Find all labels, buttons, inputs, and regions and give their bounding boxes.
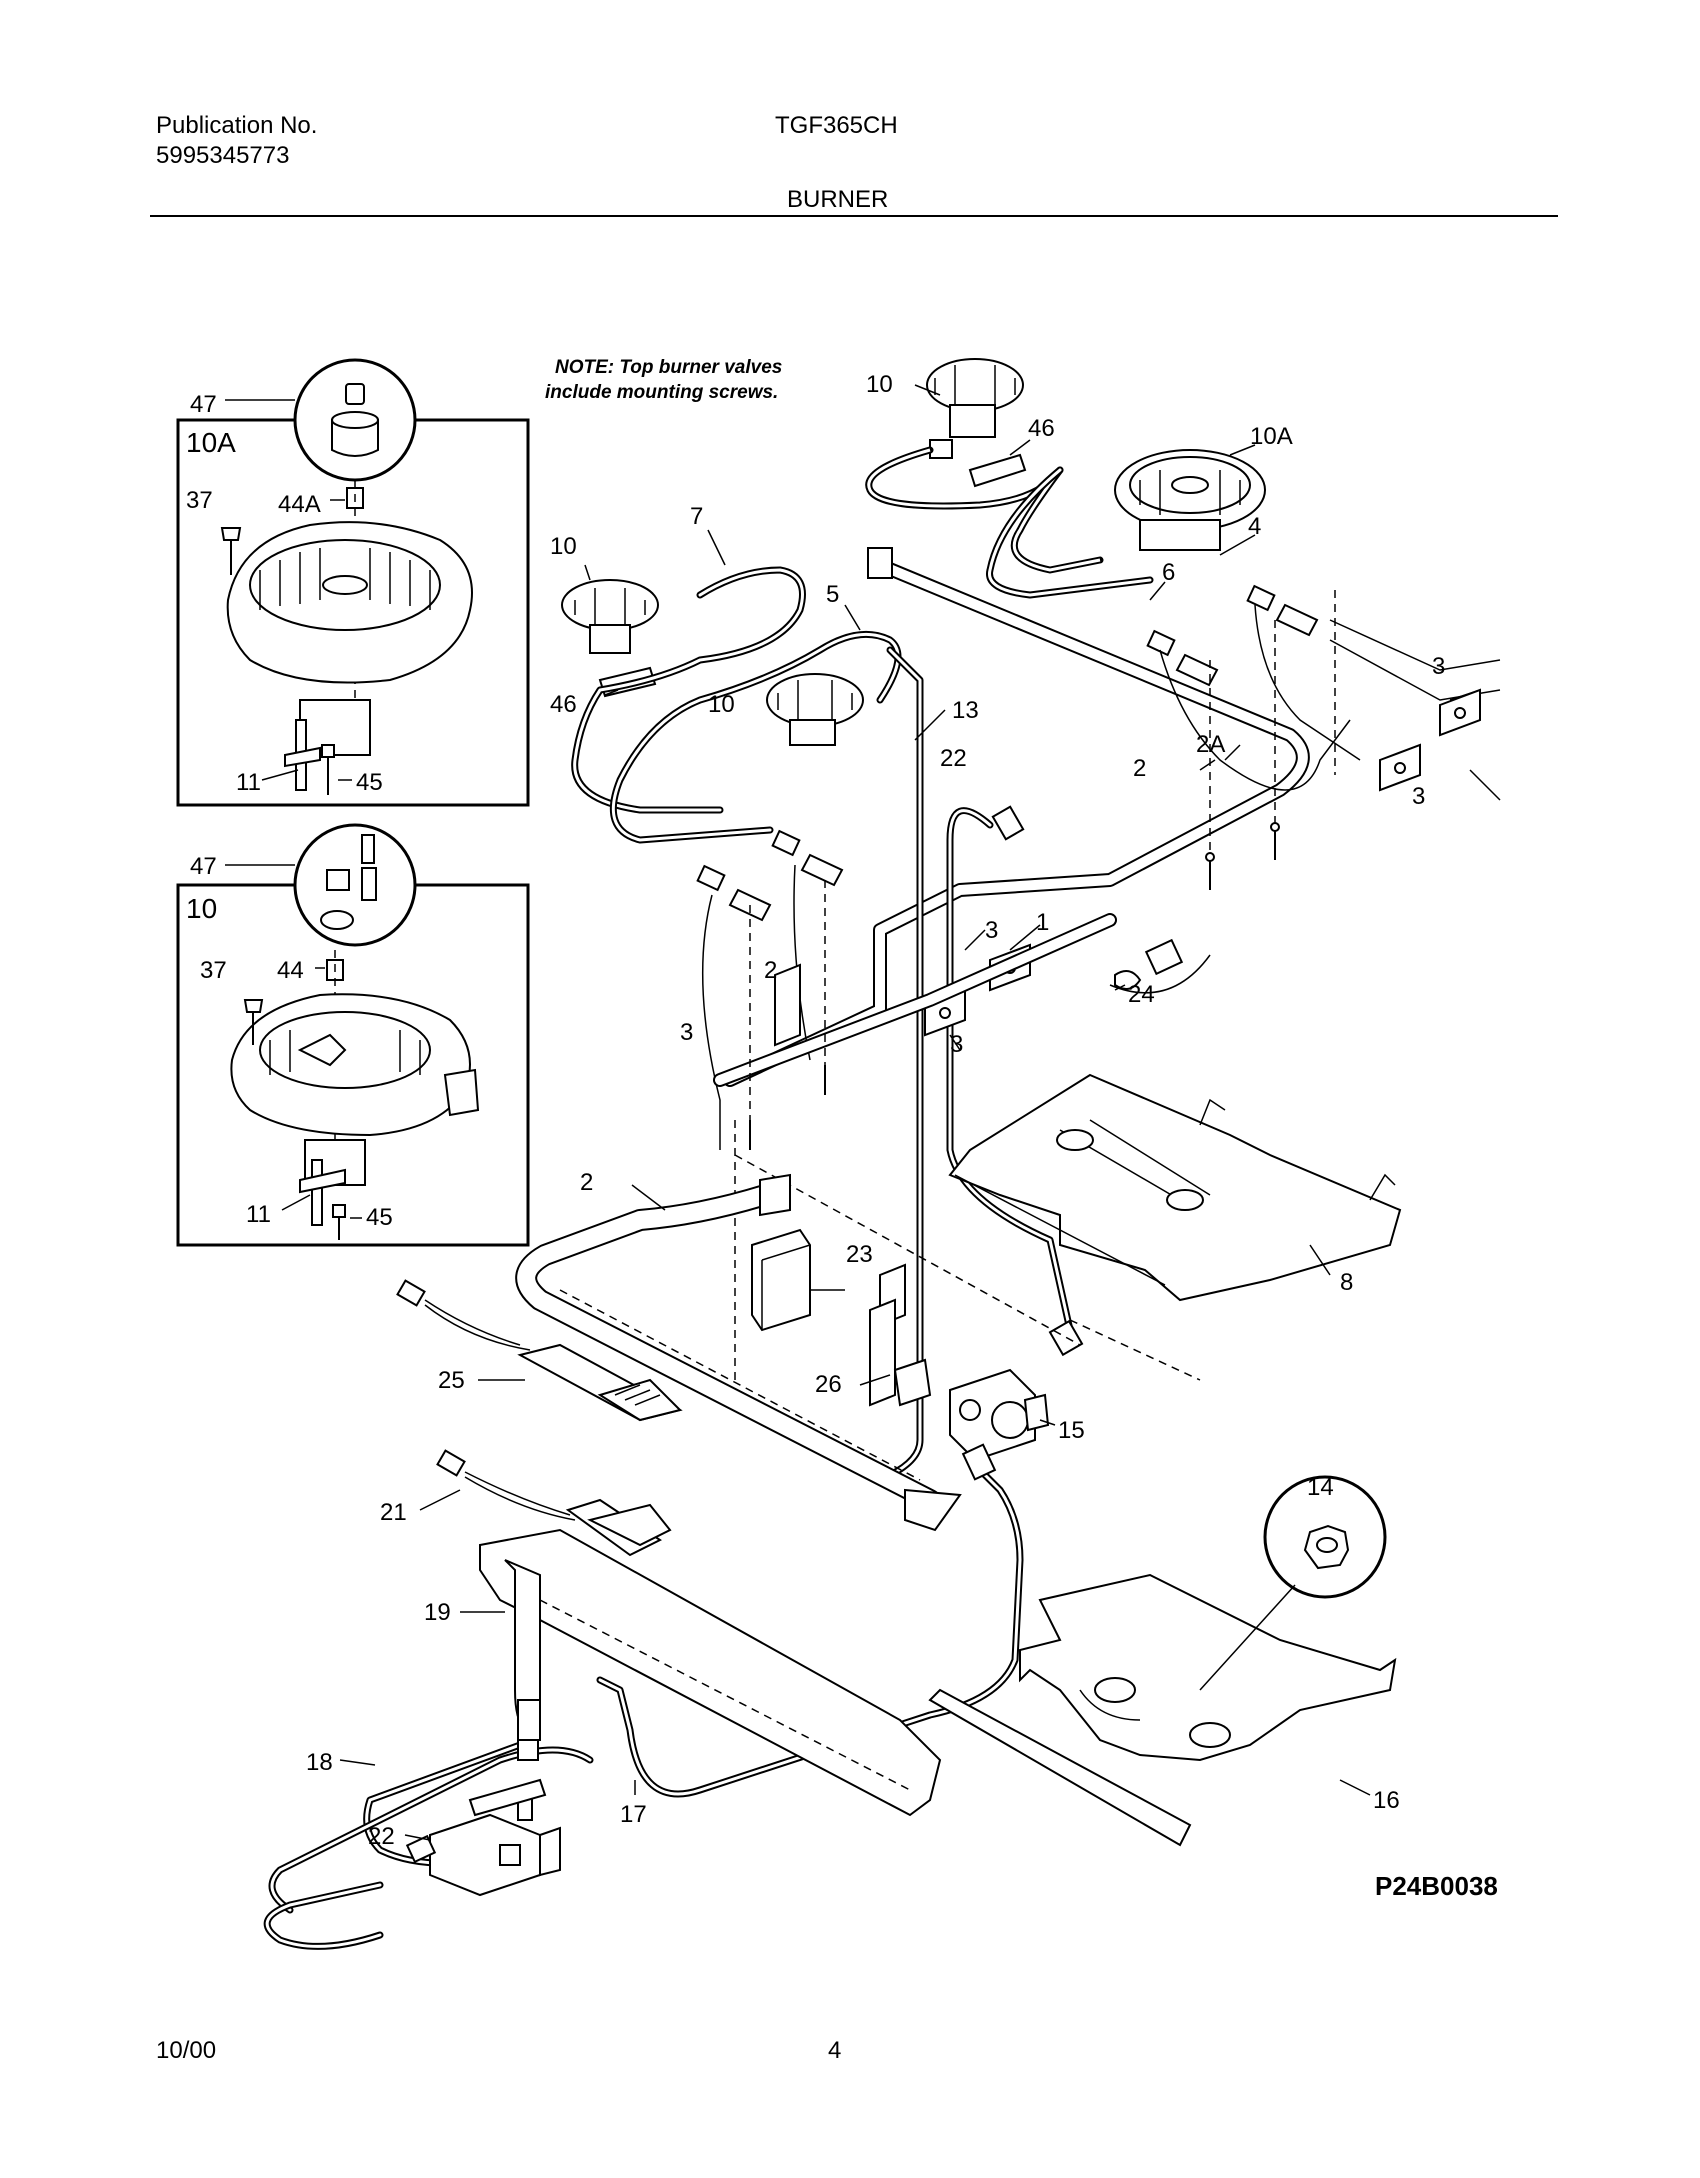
inset-10a-callout-47: 47 [190,391,217,418]
callout-5: 5 [826,581,839,608]
inset-10-callout-45: 45 [366,1204,393,1231]
lower-gas-fitting [961,1443,997,1481]
callout-23: 2 [580,1169,593,1196]
publication-label: Publication No. [156,112,318,139]
inset-10a-screw [345,383,365,405]
support-bracket [774,963,801,1047]
top-burner-10-rear [926,358,1024,459]
callout-2-center: 2 [764,957,777,984]
inset-10-screw-37 [243,999,264,1013]
callout-22-lower: 18 [306,1749,333,1776]
callout-26: 25 [438,1367,465,1394]
publication-number: 5995345773 [156,142,290,169]
broiler-pan-20 [928,1573,1397,1847]
inset-10a-callout-44a: 44A [278,491,321,518]
footer-date: 10/00 [156,2037,217,2064]
callout-7: 7 [690,503,703,530]
callout-6: 6 [1162,559,1175,586]
callout-46-left: 46 [550,691,577,718]
inset-10a-callout-45: 45 [356,769,383,796]
valve-fittings [696,584,1319,922]
inset-10a-title: 10A [186,427,236,458]
callout-10-center: 10 [708,691,735,718]
inset-10a [176,358,530,807]
inset-10-magnifier [293,823,417,947]
bake-burner-23 [515,1173,962,1532]
inset-10-electrode [311,1159,323,1226]
callout-10-left: 10 [550,533,577,560]
callout-3-lower: 3 [950,1031,963,1058]
callout-15: 26 [815,1371,842,1398]
callout-8: 23 [846,1241,873,1268]
inset-10-callout-37: 37 [200,957,227,984]
callout-4: 4 [1248,513,1261,540]
note-line-2: include mounting screws. [545,382,778,403]
bracket-46-rear [968,453,1027,488]
inset-10-washer [320,910,354,930]
top-burner-10-center [766,673,864,746]
callout-14: 15 [1058,1417,1085,1444]
callout-17: 22 [368,1823,395,1850]
broil-burner-18 [479,1528,942,1817]
inset-10 [176,823,530,1247]
inset-10a-screw-37 [220,527,242,541]
callout-10a: 10A [1250,423,1293,450]
safety-valve-14 [949,1368,1050,1462]
header-rule [150,215,1558,217]
callout-19: 21 [380,1499,407,1526]
igniter-19 [436,1449,672,1557]
igniter-8 [751,1228,811,1332]
fitting-24 [1109,938,1211,994]
leader-lines [339,384,1501,1841]
diagram-code: P24B0038 [1375,1871,1498,1901]
mounting-screws [749,822,1280,1150]
callout-20: 16 [1373,1787,1400,1814]
inset-10a-cap [331,419,379,457]
callout-21: 14 [1307,1474,1334,1501]
callout-3-rear-right: 3 [1432,653,1445,680]
inset-10-fitting [326,869,350,891]
inset-10-callout-47: 47 [190,853,217,880]
callout-13: 13 [952,697,979,724]
nut-21-inset [1199,1475,1387,1691]
callout-22-top: 22 [940,745,967,772]
model-number: TGF365CH [775,112,898,139]
top-burner-10a [1114,449,1266,551]
labels: NOTE: Top burner valves include mounting… [186,357,1498,1901]
inset-10-callout-44: 44 [277,957,304,984]
callout-25: 8 [1340,1269,1353,1296]
regulator-17 [405,1778,561,1897]
bracket-15 [869,1263,932,1407]
top-burner-10-left [561,579,659,654]
note-line-1: NOTE: Top burner valves [555,357,782,378]
footer-page-number: 4 [828,2037,842,2064]
callout-2-left: 3 [680,1019,693,1046]
callout-3-center: 3 [985,917,998,944]
callout-2a: 2A [1196,731,1225,758]
inset-10-title: 10 [186,893,217,924]
callout-16: 17 [620,1801,647,1828]
section-title: BURNER [787,186,889,213]
inset-10a-callout-37: 37 [186,487,213,514]
callout-1: 1 [1036,909,1049,936]
callout-24: 24 [1128,981,1155,1008]
callout-10-rear: 10 [866,371,893,398]
inset-10a-callout-11: 11 [236,769,261,796]
inset-10-screw [361,834,375,864]
heat-shield-25 [948,1073,1402,1302]
callout-2-right: 2 [1133,755,1146,782]
gas-tubes [571,446,1501,1479]
igniter-26 [396,1279,683,1422]
callout-46-rear: 46 [1028,415,1055,442]
callout-18: 19 [424,1599,451,1626]
manifold-end-cap [867,547,893,579]
callout-3-right: 3 [1412,783,1425,810]
inset-10-callout-11: 11 [246,1201,271,1228]
